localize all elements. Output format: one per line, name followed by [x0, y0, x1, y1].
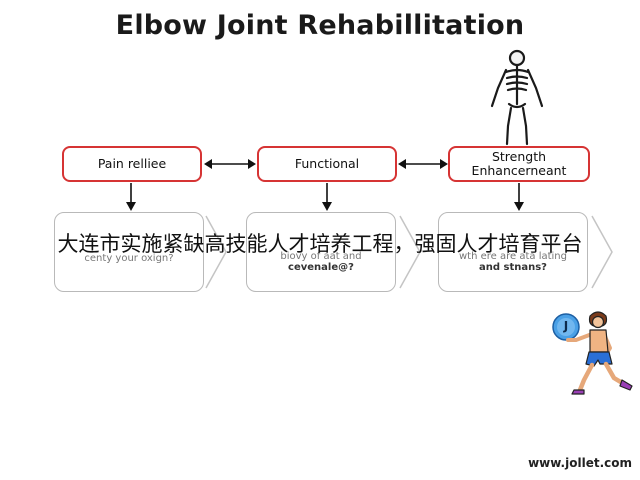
ball-letter: J: [563, 319, 569, 333]
detail-box-1: centy your oxign?: [54, 212, 204, 292]
down-arrow-3: [514, 183, 524, 211]
ball-icon: [552, 313, 580, 341]
double-arrow-2: [398, 159, 448, 169]
overlay-banner-text: 大连市实施紧缺高技能人才培养工程，强固人才培育平台: [57, 232, 583, 256]
skeleton-icon: [490, 49, 544, 146]
detail-line: biovy of aat and: [280, 251, 362, 262]
stage-pain-relief: Pain relliee: [62, 146, 202, 182]
chevron-right-icon: [591, 215, 613, 289]
detail-box-2: biovy of aat and cevenale@?: [246, 212, 396, 292]
stage-label-line2: Enhancerneant: [471, 163, 567, 178]
chevron-right-icon: [205, 215, 227, 289]
stage-label-line1: Strength: [491, 149, 547, 164]
stage-label: Functional: [294, 156, 360, 171]
detail-line: cevenale@?: [288, 262, 354, 273]
detail-line: wth ere are ata lating: [459, 251, 567, 262]
footer-url: www.jollet.com: [528, 456, 632, 470]
stage-strength-enhancement: Strength Enhancerneant: [448, 146, 590, 182]
page-title: Elbow Joint Rehabillitation: [115, 10, 525, 41]
detail-line: and stnans?: [479, 262, 547, 273]
woman-exercising-icon: [566, 311, 633, 395]
chevron-right-icon: [399, 215, 421, 289]
stage-label: Pain relliee: [97, 156, 167, 171]
detail-box-3: wth ere are ata lating and stnans?: [438, 212, 588, 292]
down-arrow-1: [126, 183, 136, 211]
stage-functional: Functional: [257, 146, 397, 182]
detail-line: centy your oxign?: [84, 253, 174, 264]
down-arrow-2: [322, 183, 332, 211]
double-arrow-1: [204, 159, 256, 169]
